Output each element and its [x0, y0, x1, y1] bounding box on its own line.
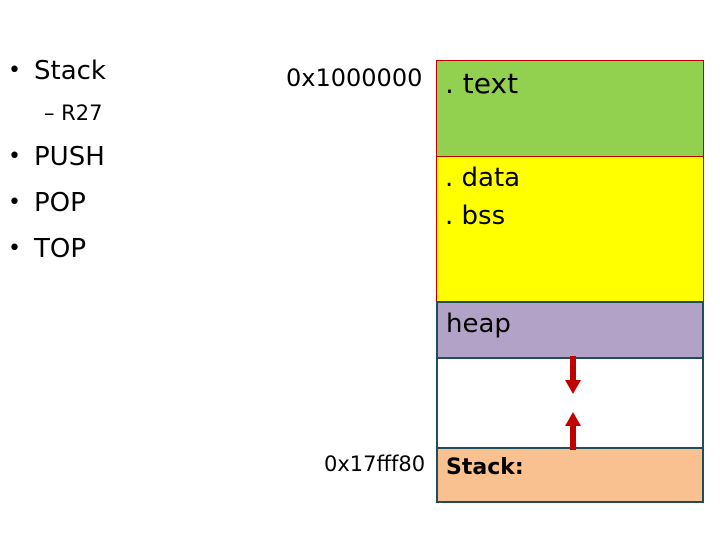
segment-data-label: . data — [445, 163, 521, 193]
segment-text-label: . text — [445, 67, 519, 100]
segment-text: . text — [436, 60, 704, 157]
bullet-dot-icon: • — [8, 190, 21, 215]
heap-grows-down-arrow-icon — [565, 356, 581, 394]
segment-heap-label: heap — [446, 309, 511, 339]
bullet-label: TOP — [34, 234, 87, 264]
address-top: 0x1000000 — [286, 64, 423, 92]
stack-grows-up-arrow-icon — [565, 412, 581, 450]
bullet-dot-icon: • — [8, 144, 21, 169]
segment-data-bss: . data . bss — [436, 157, 704, 301]
address-stack: 0x17fff80 — [324, 452, 426, 476]
segment-heap: heap — [436, 301, 704, 359]
bullet-dot-icon: • — [8, 58, 21, 83]
sub-bullet-r27: – R27 — [44, 101, 103, 125]
segment-stack-label: Stack: — [446, 455, 524, 480]
bullet-label: PUSH — [34, 142, 105, 172]
bullet-label: Stack — [34, 56, 106, 86]
segment-bss-label: . bss — [445, 201, 506, 231]
bullet-label: POP — [34, 188, 86, 218]
segment-stack: Stack: — [436, 447, 704, 503]
bullet-dot-icon: • — [8, 236, 21, 261]
